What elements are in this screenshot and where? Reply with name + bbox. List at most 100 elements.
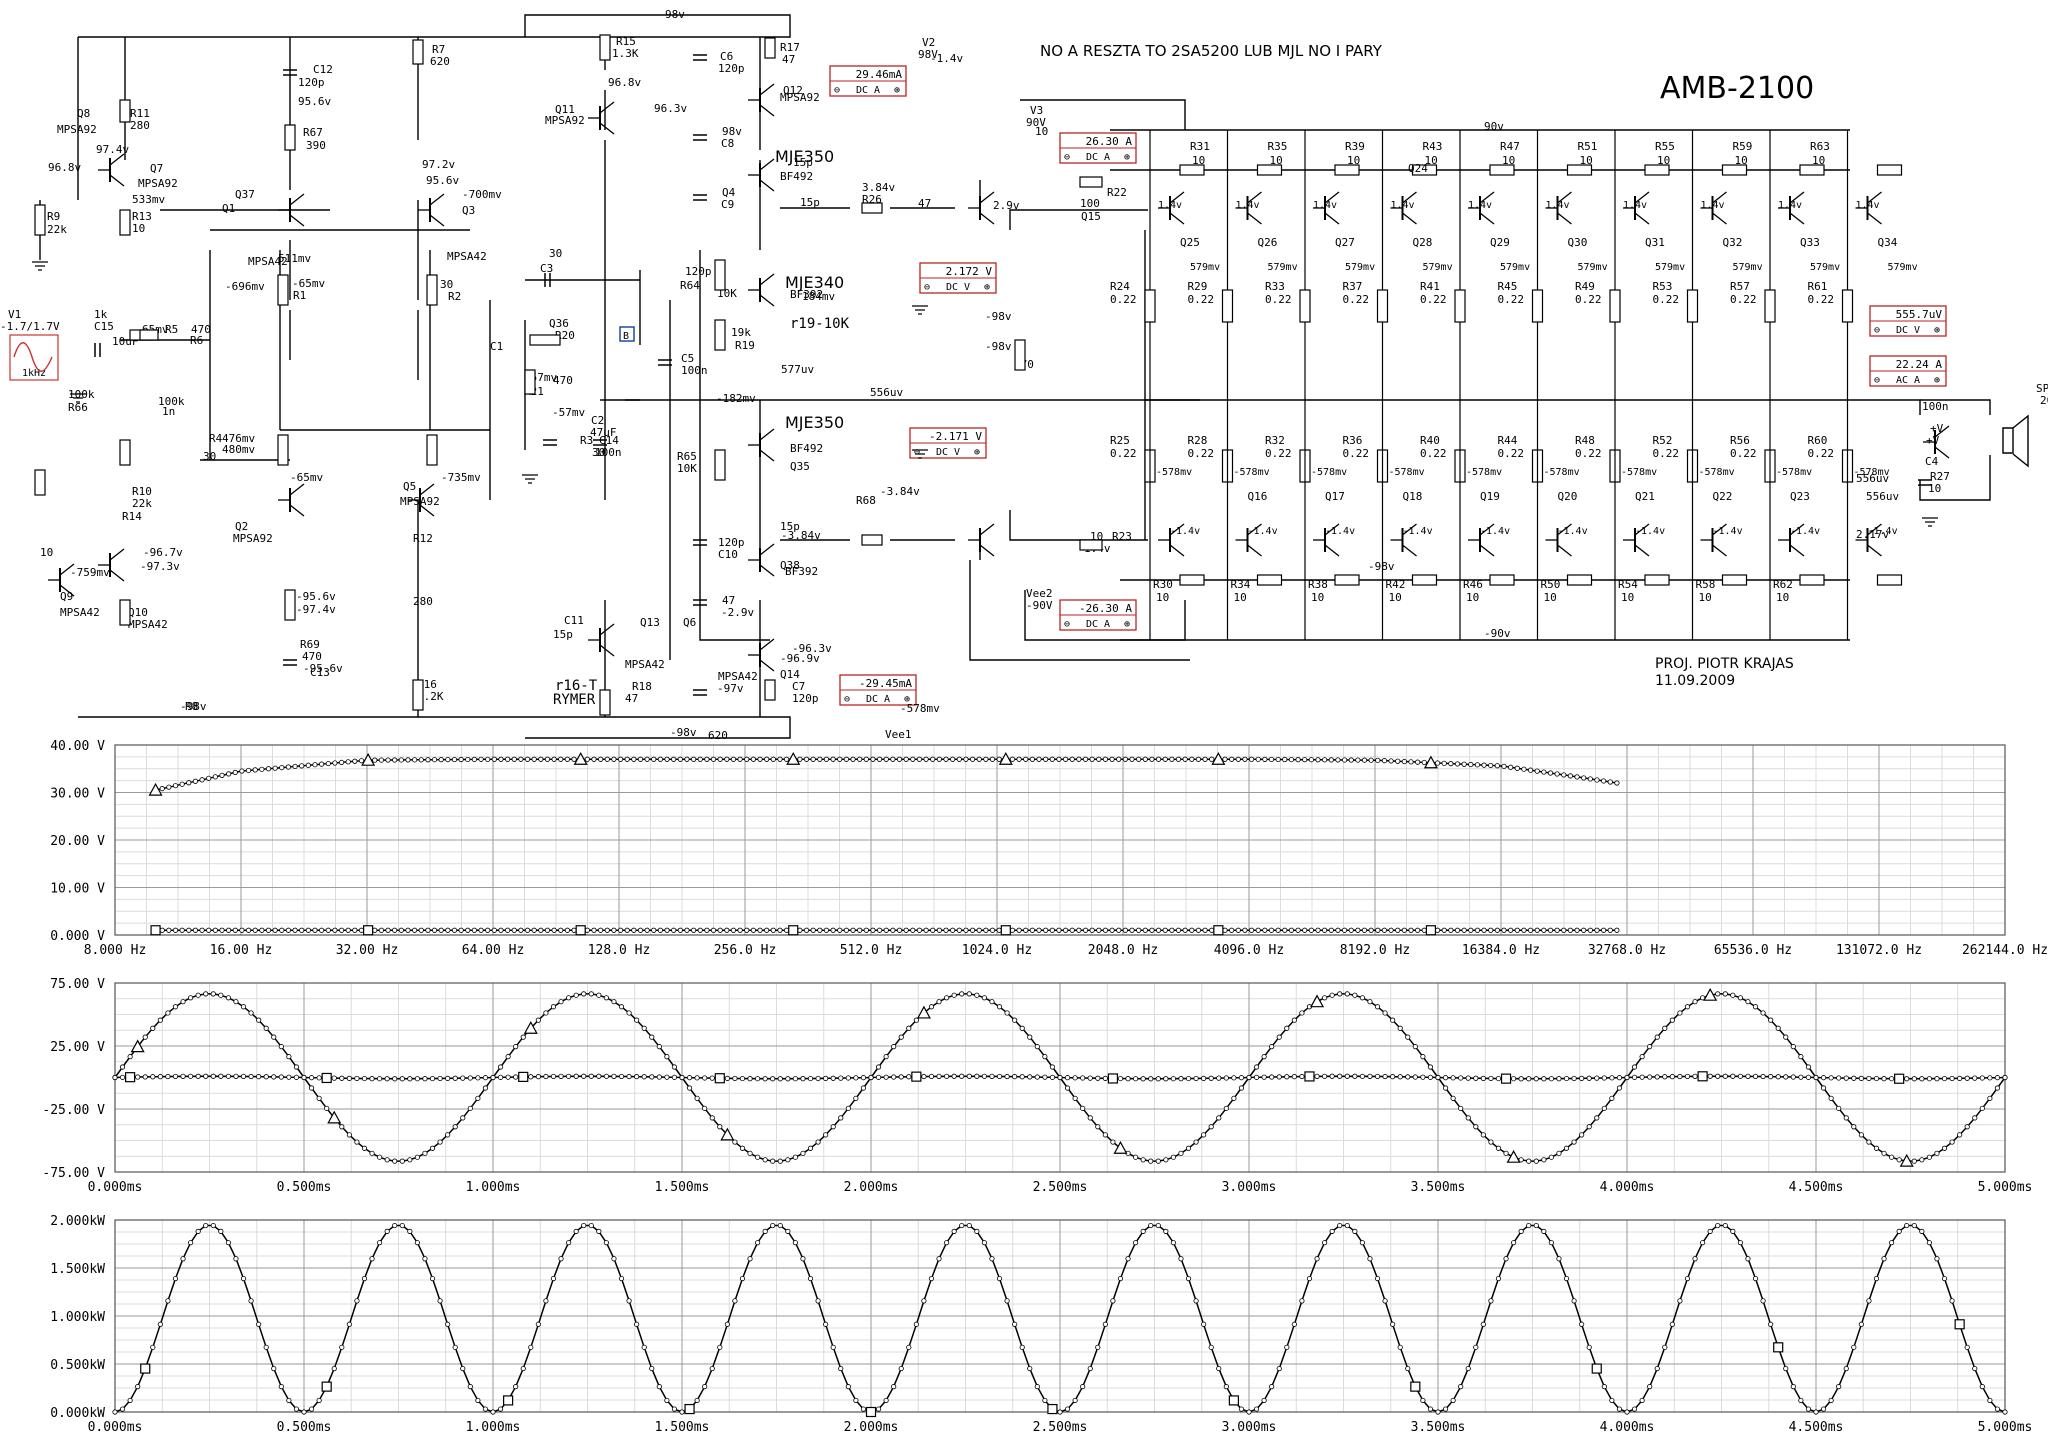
resistor-symbol bbox=[1566, 574, 1593, 586]
sample-point bbox=[817, 927, 823, 933]
sample-point bbox=[445, 1075, 451, 1081]
sample-point bbox=[142, 1074, 148, 1080]
schematic: NO A RESZTA TO 2SA5200 LUB MJL NO I PARY… bbox=[0, 0, 2048, 740]
sample-point bbox=[180, 1073, 186, 1079]
sample-point bbox=[1009, 756, 1016, 762]
sample-point bbox=[1412, 1074, 1418, 1080]
sample-point bbox=[785, 1228, 791, 1234]
transistor-emitter bbox=[109, 569, 125, 582]
sample-point bbox=[913, 1321, 919, 1327]
sample-point bbox=[928, 1073, 935, 1080]
resistor-symbol bbox=[1876, 164, 1903, 176]
sample-point bbox=[1533, 1222, 1539, 1229]
sample-point bbox=[785, 1076, 791, 1082]
x-tick-label: 0.000ms bbox=[88, 1420, 143, 1435]
sample-point bbox=[604, 756, 610, 762]
component-label: -696mv bbox=[225, 280, 265, 293]
sample-point bbox=[1581, 775, 1587, 781]
series-marker-square bbox=[1954, 1319, 1965, 1330]
sample-point bbox=[694, 1075, 700, 1081]
sample-point bbox=[604, 927, 610, 933]
component-label: 98v bbox=[722, 125, 742, 138]
sample-point bbox=[324, 1105, 330, 1111]
sample-point bbox=[319, 927, 325, 933]
sample-point bbox=[815, 1075, 821, 1082]
component-label: 120p bbox=[718, 536, 745, 549]
sample-point bbox=[497, 1074, 504, 1080]
series-marker-triangle bbox=[148, 782, 163, 796]
sample-point bbox=[1768, 1074, 1774, 1080]
series-marker-square bbox=[714, 1073, 725, 1084]
sample-point bbox=[624, 756, 630, 762]
sample-point bbox=[1609, 1095, 1615, 1101]
series-marker-square bbox=[518, 1071, 529, 1082]
sample-point bbox=[724, 927, 730, 933]
node-label: 1.4v bbox=[1313, 200, 1337, 211]
sample-point bbox=[891, 1044, 897, 1050]
sample-point bbox=[1129, 927, 1135, 933]
sample-point bbox=[571, 756, 577, 762]
sample-point bbox=[730, 927, 737, 933]
sample-point bbox=[596, 1228, 602, 1234]
sample-point bbox=[1082, 756, 1089, 762]
plus-terminal-icon: ⊕ bbox=[1124, 619, 1130, 630]
sample-point bbox=[1355, 927, 1361, 933]
output-stage-wires bbox=[1144, 130, 1903, 640]
sample-point bbox=[823, 1132, 829, 1138]
sample-point bbox=[656, 1074, 662, 1080]
sample-point bbox=[950, 756, 956, 762]
sample-point bbox=[550, 1004, 557, 1010]
sample-point bbox=[1614, 927, 1620, 933]
sample-point bbox=[1631, 1406, 1638, 1412]
sample-point bbox=[1295, 757, 1301, 763]
sample-point bbox=[651, 927, 657, 933]
resistor-symbol bbox=[764, 37, 776, 59]
node-label: 579mv bbox=[1500, 262, 1530, 273]
sample-point bbox=[649, 1034, 655, 1040]
sample-point bbox=[1178, 1150, 1184, 1156]
sample-point bbox=[857, 927, 863, 933]
sample-point bbox=[1375, 927, 1381, 933]
sample-point bbox=[943, 1240, 950, 1246]
source-label: -1.7/1.7V bbox=[0, 320, 60, 333]
sample-point bbox=[1276, 1074, 1282, 1080]
sample-point bbox=[225, 1240, 231, 1246]
sample-point bbox=[1253, 1406, 1260, 1412]
sample-point bbox=[876, 927, 883, 933]
sample-point bbox=[1390, 1017, 1396, 1023]
sample-point bbox=[1242, 927, 1248, 933]
component-label: C8 bbox=[721, 137, 734, 150]
component-label: Q14 bbox=[780, 668, 800, 681]
sample-point bbox=[1337, 1222, 1343, 1229]
sample-point bbox=[465, 927, 471, 933]
sample-point bbox=[1291, 1017, 1297, 1023]
sample-point bbox=[1337, 991, 1343, 997]
emitter-resistor-value: 0.22 bbox=[1265, 293, 1292, 306]
sample-point bbox=[299, 927, 305, 933]
component-label: 30 bbox=[440, 278, 453, 291]
transistor-emitter bbox=[1402, 212, 1417, 225]
sample-point bbox=[800, 1076, 806, 1082]
sample-point bbox=[538, 927, 544, 933]
plus-terminal-icon: ⊕ bbox=[974, 447, 980, 458]
resistor-symbol bbox=[1179, 574, 1205, 586]
component-label: R22 bbox=[1107, 186, 1127, 199]
sample-point bbox=[883, 1054, 889, 1060]
sample-point bbox=[1441, 760, 1447, 766]
component-label: R18 bbox=[632, 680, 652, 693]
sample-point bbox=[1189, 756, 1195, 762]
resistor-symbol bbox=[1334, 574, 1360, 586]
series-marker-triangle bbox=[786, 751, 801, 765]
component-label: -735mv bbox=[441, 471, 481, 484]
sample-point bbox=[1450, 1397, 1456, 1404]
sample-point bbox=[1344, 1222, 1350, 1229]
sample-point bbox=[1783, 1034, 1789, 1040]
sample-point bbox=[245, 767, 252, 774]
sample-point bbox=[1474, 762, 1481, 768]
sample-point bbox=[1574, 774, 1580, 780]
x-tick-label: 1024.0 Hz bbox=[962, 943, 1032, 958]
source-label: Vee1 bbox=[885, 728, 912, 740]
sample-point bbox=[1601, 778, 1607, 784]
sample-point bbox=[903, 927, 909, 933]
component-label: C1 bbox=[490, 340, 503, 353]
